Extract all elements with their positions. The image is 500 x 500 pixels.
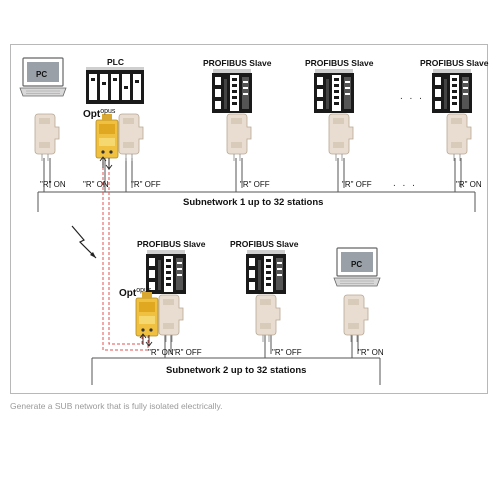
ellipsis: . . .	[393, 178, 417, 189]
connector-icon	[255, 294, 281, 343]
r-off-label: "R" OFF	[342, 180, 372, 189]
r-on-label: "R" ON	[456, 180, 482, 189]
subnet2-bus	[91, 325, 381, 385]
optopus-label-sup: opus	[136, 287, 152, 294]
subnet1-title: Subnetwork 1 up to 32 stations	[183, 197, 324, 208]
connector-icon	[158, 294, 184, 343]
r-on-label: "R" ON	[358, 348, 384, 357]
optopus-icon	[95, 113, 119, 159]
ellipsis: . . .	[400, 91, 424, 102]
profibus-module-icon	[432, 69, 472, 113]
connector-icon	[328, 113, 354, 162]
slave-label: PROFIBUS Slave	[305, 58, 374, 68]
slave-label: PROFIBUS Slave	[203, 58, 272, 68]
pc-label: PC	[36, 70, 48, 79]
subnet1-bus	[37, 158, 476, 212]
r-off-label: "R" OFF	[272, 348, 302, 357]
r-on-label: "R" ON	[83, 180, 109, 189]
optopus-arrows	[139, 333, 153, 347]
r-off-label: "R" OFF	[131, 180, 161, 189]
profibus-module-icon	[246, 250, 286, 294]
plc-icon	[86, 67, 144, 104]
connector-icon	[343, 294, 369, 343]
subnet2-title: Subnetwork 2 up to 32 stations	[166, 365, 307, 376]
profibus-module-icon	[146, 250, 186, 294]
profibus-module-icon	[212, 69, 252, 113]
optopus-arrows	[99, 156, 113, 170]
slave-label: PROFIBUS Slave	[230, 239, 299, 249]
r-on-label: "R" ON	[40, 180, 66, 189]
fiber-optic-link	[102, 162, 149, 351]
optopus-label: Optopus	[119, 287, 151, 299]
optopus-label-sup: opus	[100, 108, 116, 115]
optopus-label-main: Opt	[119, 288, 137, 299]
connector-icon	[226, 113, 252, 162]
slave-label: PROFIBUS Slave	[420, 58, 489, 68]
pc-label: PC	[351, 260, 363, 269]
slave-label: PROFIBUS Slave	[137, 239, 206, 249]
connector-icon	[118, 113, 144, 162]
figure-caption: Generate a SUB network that is fully iso…	[10, 401, 223, 411]
r-off-label: "R" OFF	[172, 348, 202, 357]
profibus-module-icon	[314, 69, 354, 113]
plc-label: PLC	[107, 57, 124, 67]
optopus-label: Optopus	[83, 108, 115, 120]
r-on-label: "R" ON	[148, 348, 174, 357]
optopus-label-main: Opt	[83, 109, 101, 120]
connector-icon	[446, 113, 472, 162]
r-off-label: "R" OFF	[240, 180, 270, 189]
connector-icon	[34, 113, 60, 162]
lightning-icon	[71, 225, 97, 259]
